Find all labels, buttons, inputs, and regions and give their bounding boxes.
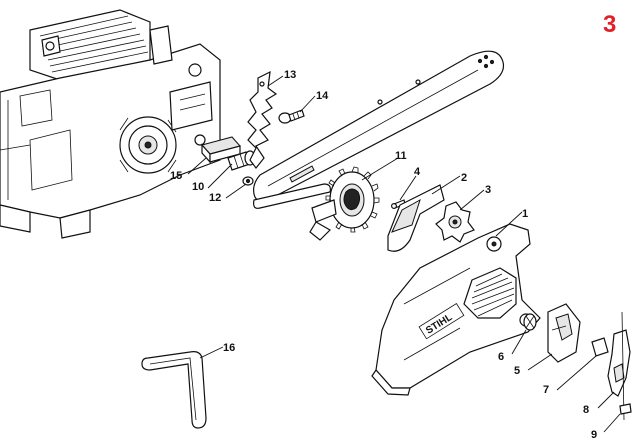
callout-1: 1: [522, 208, 528, 220]
part-5-clip: [547, 303, 581, 363]
part-14-screw: [278, 109, 305, 124]
part-12-nut: [242, 176, 254, 186]
part-16-hex-wrench: [141, 351, 207, 429]
callout-9: 9: [591, 429, 597, 441]
callout-7: 7: [543, 384, 549, 396]
callout-11: 11: [395, 150, 407, 162]
callout-14: 14: [316, 90, 329, 102]
part-7-rubber-stop: [591, 337, 609, 357]
part-15-chain-catcher: [201, 136, 241, 164]
callout-4: 4: [414, 166, 421, 178]
callout-10: 10: [192, 181, 204, 193]
callout-12: 12: [209, 192, 221, 204]
part-13-tensioner-plate: [247, 70, 278, 169]
bar-lower-plate: [253, 183, 331, 209]
engine-housing: [0, 9, 221, 239]
part-8-bracket: [607, 311, 631, 421]
page-number: 3: [603, 11, 616, 38]
part-4-pin: [391, 199, 406, 210]
guide-bar: [253, 50, 505, 202]
part-9-pin: [619, 403, 632, 415]
callout-2: 2: [461, 172, 467, 184]
part-1-sprocket-cover: STIHL: [371, 223, 541, 396]
part-3-star-washer: [435, 201, 475, 243]
callout-15: 15: [170, 170, 182, 182]
callout-16: 16: [223, 342, 235, 354]
leader-lines: [187, 75, 621, 433]
part-6-nut: [523, 313, 537, 331]
callout-3: 3: [485, 184, 491, 196]
part-11-sprocket: [309, 166, 380, 241]
callout-6: 6: [498, 351, 504, 363]
callout-5: 5: [514, 365, 520, 377]
callout-8: 8: [583, 404, 589, 416]
callout-13: 13: [284, 69, 296, 81]
callout-numbers: 1 2 3 4 5 6 7 8 9 10 11 12 13 14 15 16: [170, 69, 597, 441]
part-2-chain-guide-plate: [387, 184, 445, 252]
